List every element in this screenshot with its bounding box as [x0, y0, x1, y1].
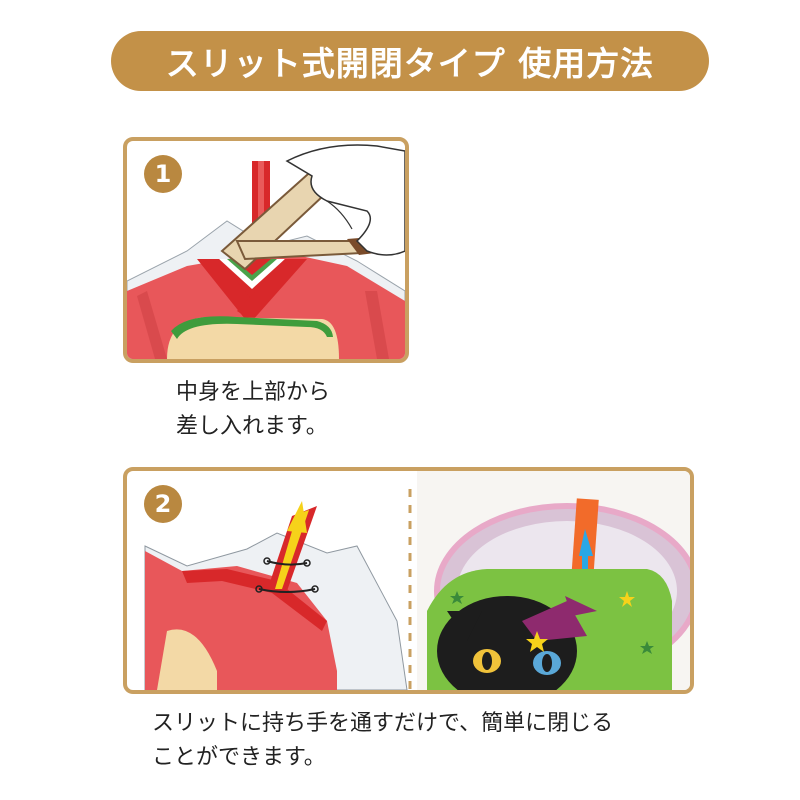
- insert-contents-illustration: [127, 144, 405, 359]
- title-banner: スリット式開閉タイプ 使用方法: [111, 31, 709, 91]
- step-2-caption-line-1: スリットに持ち手を通すだけで、簡単に閉じる: [152, 711, 614, 736]
- step-2-badge: 2: [144, 485, 182, 523]
- banner-title: スリット式開閉タイプ 使用方法: [165, 44, 655, 83]
- step-1-caption-line-2: 差し入れます。: [176, 414, 328, 439]
- step-1-badge: 1: [144, 155, 182, 193]
- step-1-caption-line-1: 中身を上部から: [176, 380, 331, 405]
- step-2-number: 2: [154, 490, 172, 518]
- close-slit-illustration: [144, 471, 690, 690]
- step-1-illustration-panel: 1: [123, 137, 409, 363]
- step-1-number: 1: [154, 160, 172, 188]
- step-1-caption: 中身を上部から 差し入れます。: [176, 376, 330, 444]
- step-2-illustration-panel: 2: [123, 467, 694, 694]
- step-2-caption-line-2: ことができます。: [152, 745, 326, 770]
- step-2-caption: スリットに持ち手を通すだけで、簡単に閉じる ことができます。: [152, 707, 613, 775]
